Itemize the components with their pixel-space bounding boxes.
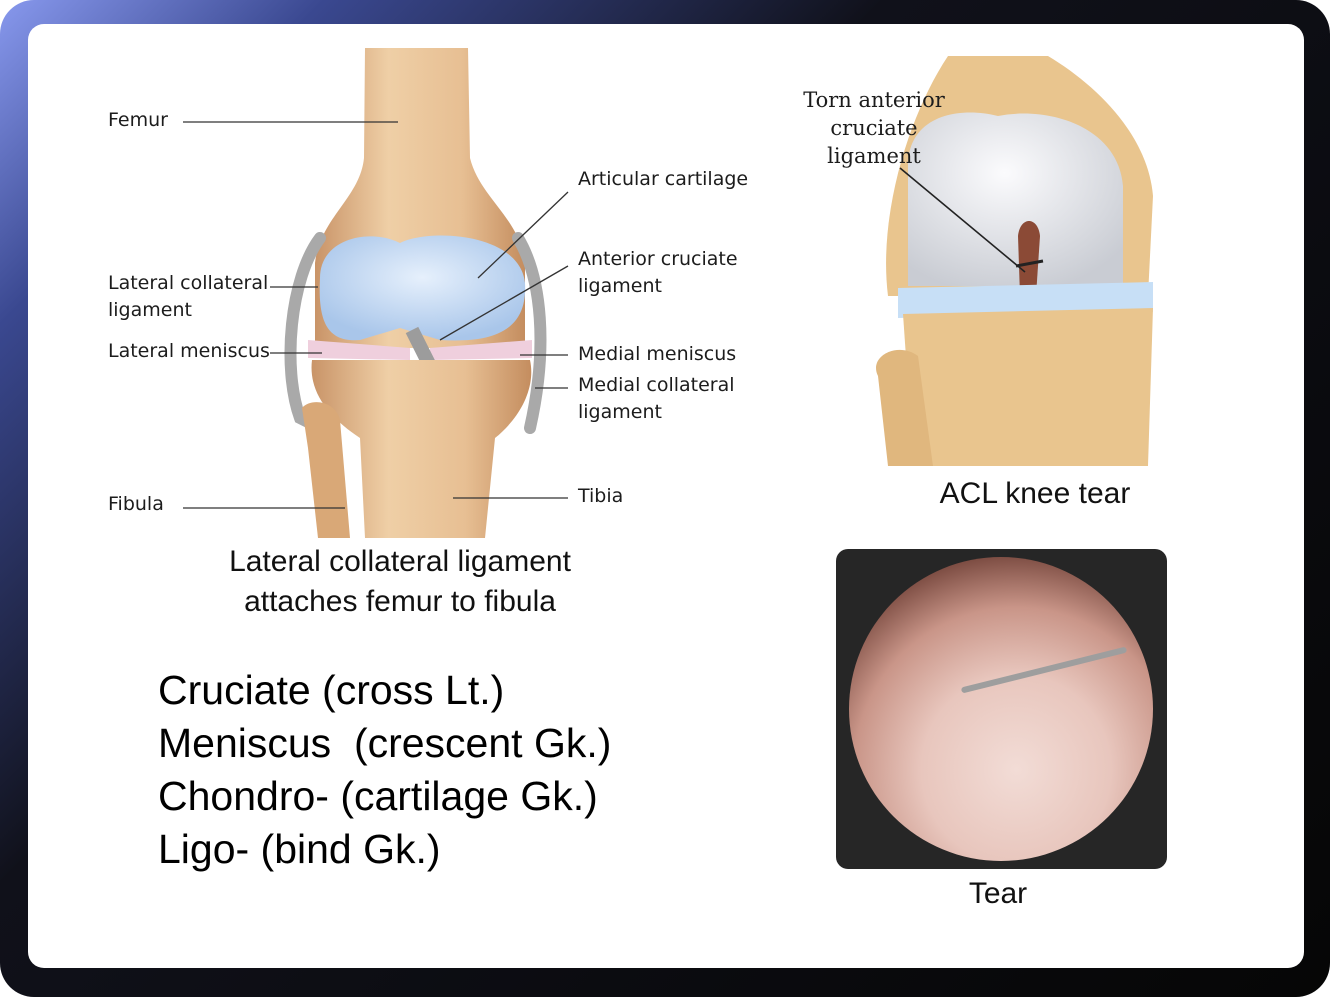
arthroscopy-caption: Tear [968,877,1028,910]
arthroscopy-view [849,557,1153,861]
fibula-label: Fibula [108,493,164,515]
lateral-meniscus-label: Lateral meniscus [108,340,270,362]
etymology-meniscus: Meniscus (crescent Gk.) [158,720,612,766]
femur-label: Femur [108,109,168,131]
anterior-cruciate-ligament-label: Anterior cruciate ligament [578,248,738,297]
probe-shape [960,646,1128,694]
medial-collateral-ligament-label: Medial collateral ligament [578,374,735,423]
knee-anatomy-illustration [284,48,547,538]
etymology-chondro: Chondro- (cartilage Gk.) [158,773,598,819]
etymology-ligo: Ligo- (bind Gk.) [158,826,441,872]
arthroscopy-image [836,549,1167,869]
lateral-collateral-ligament-label: Lateral collateral ligament [108,272,269,321]
tibia-label: Tibia [578,485,624,507]
acl-tear-illustration [876,56,1153,466]
torn-acl-label: Torn anterior cruciate ligament [803,88,945,168]
articular-cartilage-label: Articular cartilage [578,168,749,190]
acl-caption: ACL knee tear [939,477,1131,510]
knee-diagram-caption: Lateral collateral ligament attaches fem… [229,545,571,618]
etymology-cruciate: Cruciate (cross Lt.) [158,667,505,713]
medial-meniscus-label: Medial meniscus [578,343,737,365]
